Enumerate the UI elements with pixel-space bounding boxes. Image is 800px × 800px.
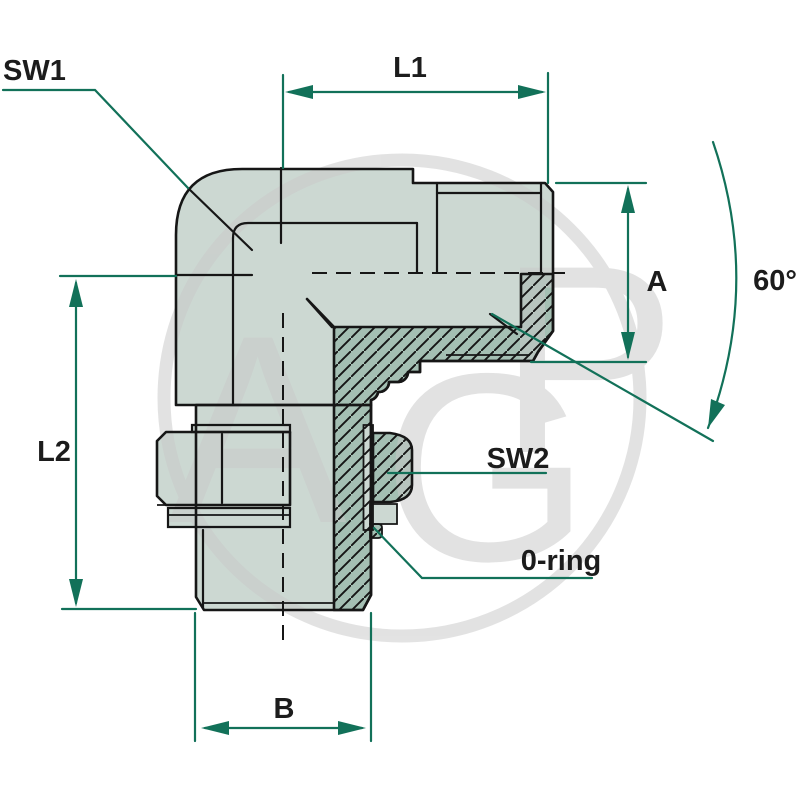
label-a: A	[647, 266, 668, 298]
sw1-leader	[1, 88, 190, 190]
label-b: B	[274, 693, 295, 725]
internal-detail-lines	[157, 166, 543, 610]
angle-arc	[706, 140, 738, 430]
watermark-letter-a: A	[168, 279, 348, 579]
label-l1: L1	[393, 52, 427, 84]
cone-flank-line	[490, 312, 715, 443]
label-oring: 0-ring	[521, 545, 602, 577]
centerlines	[282, 272, 565, 648]
label-sw2: SW2	[487, 443, 550, 475]
dimension-lines	[1, 71, 738, 743]
label-angle: 60°	[753, 265, 797, 297]
label-sw1: SW1	[3, 55, 66, 87]
label-l2: L2	[37, 436, 71, 468]
dimension-labels: SW1 L1 L2 A 60° SW2 0-ring B	[3, 52, 797, 725]
oring-leader	[372, 526, 594, 580]
